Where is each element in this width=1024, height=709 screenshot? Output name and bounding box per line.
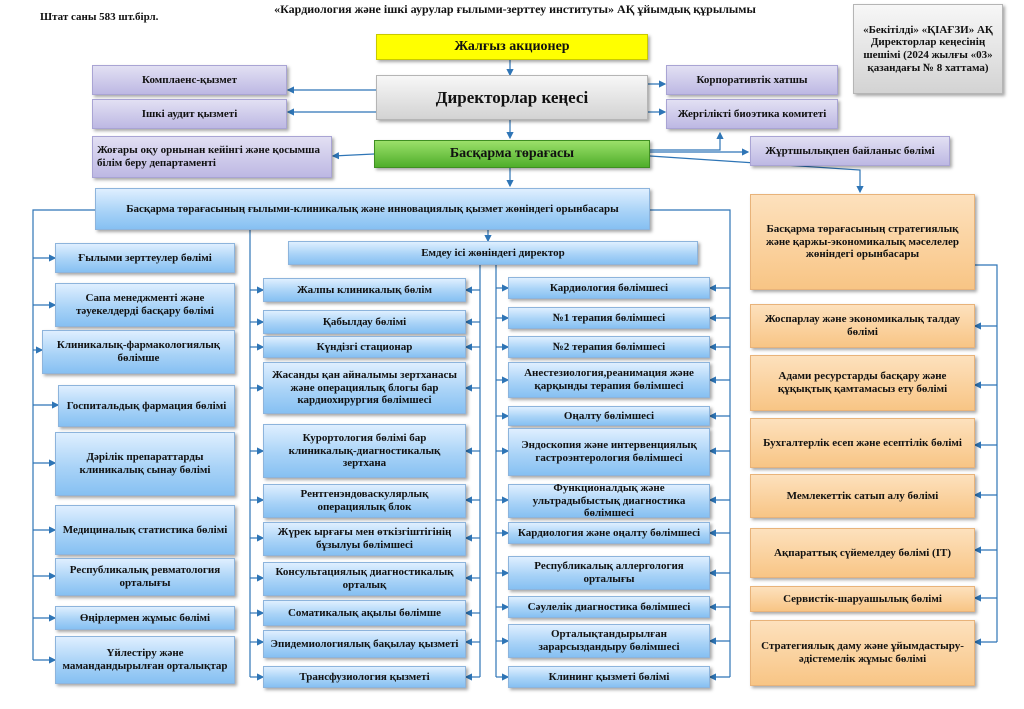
clinical-unit[interactable]: Сәулелік диагностика бөлімшесі <box>508 596 710 618</box>
science-unit[interactable]: Ғылыми зерттеулер бөлімі <box>55 243 235 273</box>
clinical-unit[interactable]: Соматикалық ақылы бөлімше <box>263 600 466 626</box>
science-unit[interactable]: Госпитальдық фармация бөлімі <box>58 385 235 427</box>
staff-count: Штат саны 583 шт.бірл. <box>40 11 159 23</box>
clinical-unit[interactable]: Эндоскопия және интервенциялық гастроэнт… <box>508 428 710 476</box>
clinical-unit[interactable]: Рентгенэндоваскулярлық операциялық блок <box>263 484 466 518</box>
board-of-directors-box[interactable]: Директорлар кеңесі <box>376 75 648 120</box>
strategy-unit[interactable]: Ақпараттық сүйемелдеу бөлімі (IT) <box>750 528 975 578</box>
science-unit[interactable]: Клиникалық-фармакологиялық бөлімше <box>42 330 235 374</box>
science-unit[interactable]: Сапа менеджменті және тәуекелдерді басқа… <box>55 283 235 327</box>
clinical-unit[interactable]: Анестезиология,реанимация және қарқынды … <box>508 362 710 398</box>
clinical-unit[interactable]: Консультациялық диагностикалық орталық <box>263 562 466 596</box>
shareholder-box[interactable]: Жалғыз акционер <box>376 34 648 60</box>
clinical-unit[interactable]: Кардиология және оңалту бөлімшесі <box>508 522 710 544</box>
bioethics-committee-box[interactable]: Жергілікті биоэтика комитеті <box>666 99 838 129</box>
science-unit[interactable]: Үйлестіру және мамандандырылған орталықт… <box>55 636 235 684</box>
deputy-science-box[interactable]: Басқарма төрағасының ғылыми-клиникалық ж… <box>95 188 650 230</box>
clinical-unit[interactable]: Республикалық аллергология орталығы <box>508 556 710 590</box>
strategy-unit[interactable]: Бухгалтерлік есеп және есептілік бөлімі <box>750 418 975 468</box>
clinical-unit[interactable]: Күндізгі стационар <box>263 336 466 358</box>
chairman-box[interactable]: Басқарма төрағасы <box>374 140 650 168</box>
strategy-unit[interactable]: Мемлекеттік сатып алу бөлімі <box>750 474 975 518</box>
strategy-unit[interactable]: Жоспарлау және экономикалық талдау бөлім… <box>750 304 975 348</box>
clinical-unit[interactable]: Жалпы клиникалық бөлім <box>263 278 466 302</box>
internal-audit-box[interactable]: Ішкі аудит қызметі <box>92 99 287 129</box>
clinical-unit[interactable]: Жүрек ырғағы мен өткізгіштігінің бұзылуы… <box>263 522 466 556</box>
science-unit[interactable]: Медициналық статистика бөлімі <box>55 505 235 555</box>
clinical-unit[interactable]: Клининг қызметі бөлімі <box>508 666 710 688</box>
science-unit[interactable]: Дәрілік препараттарды клиникалық сынау б… <box>55 432 235 496</box>
clinical-unit[interactable]: Орталықтандырылған зарарсыздандыру бөлім… <box>508 624 710 658</box>
clinical-unit[interactable]: Жасанды қан айналымы зертханасы және опе… <box>263 362 466 414</box>
clinical-unit[interactable]: №2 терапия бөлімшесі <box>508 336 710 358</box>
strategy-unit[interactable]: Стратегиялық даму және ұйымдастыру-әдіст… <box>750 620 975 686</box>
clinical-unit[interactable]: Функционалдық және ультрадыбыстық диагно… <box>508 482 710 519</box>
strategy-unit[interactable]: Адами ресурстарды басқару және құқықтық … <box>750 355 975 411</box>
deputy-strategy-box[interactable]: Басқарма төрағасының стратегиялық және қ… <box>750 194 975 290</box>
clinical-unit[interactable]: №1 терапия бөлімшесі <box>508 307 710 329</box>
public-relations-box[interactable]: Жұртшылықпен байланыс бөлімі <box>750 136 950 166</box>
corporate-secretary-box[interactable]: Корпоративтік хатшы <box>666 65 838 95</box>
clinical-unit[interactable]: Трансфузиология қызметі <box>263 666 466 688</box>
clinical-unit[interactable]: Оңалту бөлімшесі <box>508 406 710 426</box>
science-unit[interactable]: Республикалық ревматология орталығы <box>55 558 235 596</box>
approval-stamp: «Бекітілді» «ҚІАҒЗИ» АҚ Директорлар кеңе… <box>853 4 1003 94</box>
science-unit[interactable]: Өңірлермен жұмыс бөлімі <box>55 606 235 630</box>
clinical-unit[interactable]: Қабылдау бөлімі <box>263 310 466 334</box>
clinical-unit[interactable]: Курортология бөлімі бар клиникалық-диагн… <box>263 424 466 478</box>
clinical-unit[interactable]: Кардиология бөлімшесі <box>508 277 710 299</box>
compliance-box[interactable]: Комплаенс-қызмет <box>92 65 287 95</box>
medical-director-box[interactable]: Емдеу ісі жөніндегі директор <box>288 241 698 265</box>
strategy-unit[interactable]: Сервистік-шаруашылық бөлімі <box>750 586 975 612</box>
page-title: «Кардиология және ішкі аурулар ғылыми-зе… <box>274 2 756 16</box>
clinical-unit[interactable]: Эпидемиологиялық бақылау қызметі <box>263 630 466 658</box>
postgraduate-department-box[interactable]: Жоғары оқу орнынан кейінгі және қосымша … <box>92 136 332 178</box>
